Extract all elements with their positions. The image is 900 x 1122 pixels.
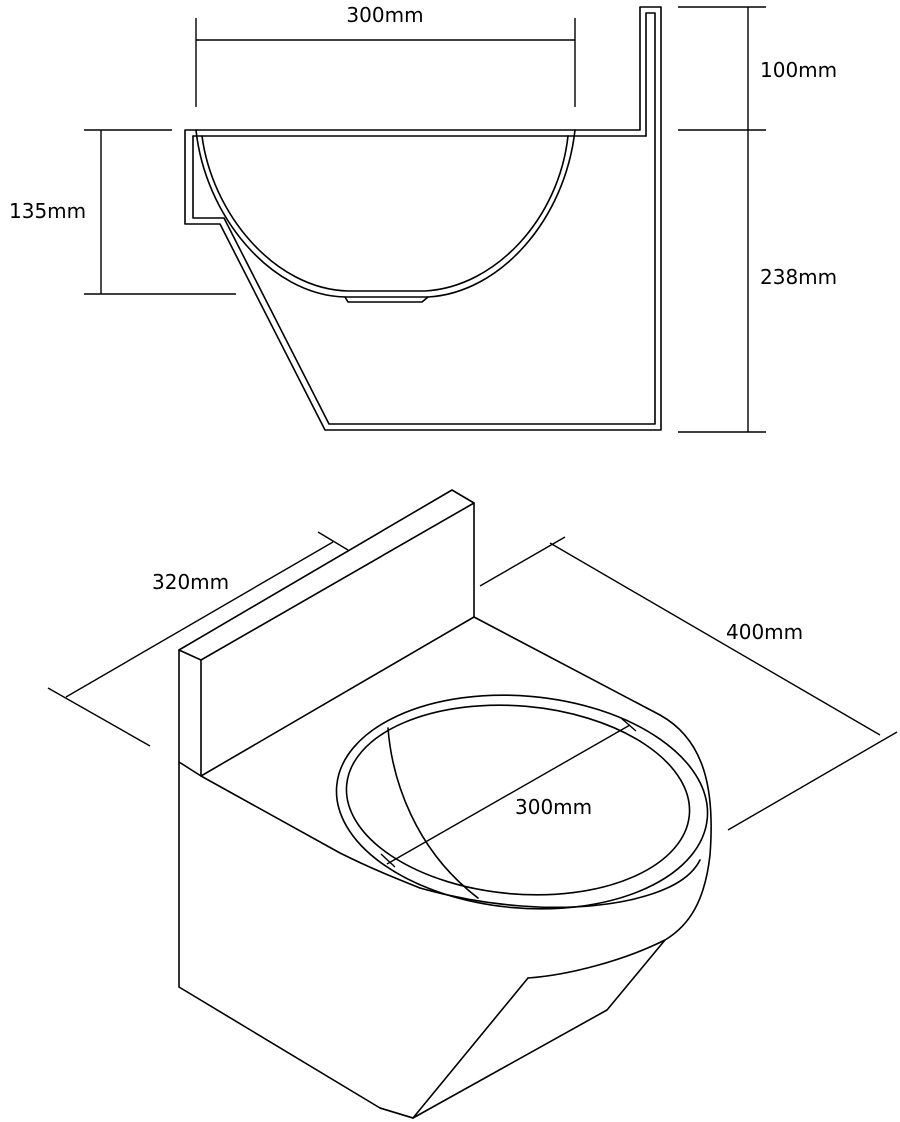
- bowl-rim-outer: [335, 694, 709, 910]
- side-outline-inner: [192, 12, 656, 425]
- drain-lip: [344, 296, 429, 303]
- bowl-rim-inner: [345, 704, 691, 896]
- bowl-interior-curve: [387, 727, 479, 899]
- backsplash-height-label: 100mm: [760, 58, 837, 82]
- backsplash-front-face: [178, 649, 202, 777]
- isometric-view: [178, 489, 712, 1119]
- deck-back-edge: [200, 616, 475, 777]
- dimension-side-width: 300mm: [195, 3, 576, 107]
- deck-right-edge: [473, 616, 661, 716]
- bowl-diameter-label: 300mm: [515, 795, 592, 819]
- dimension-bowl-diameter: 300mm: [380, 717, 637, 868]
- bowl-body-front: [527, 714, 712, 979]
- body-height-label: 238mm: [760, 265, 837, 289]
- dimension-bowl-depth: 135mm: [9, 129, 236, 295]
- width-label: 400mm: [726, 620, 803, 644]
- side-elevation-view: [184, 6, 662, 431]
- deck-front-edge: [200, 775, 421, 889]
- bowl-section-outer: [195, 129, 576, 298]
- dimension-depth: 320mm: [47, 531, 349, 747]
- underside-panel: [412, 939, 666, 1119]
- side-outline-outer: [184, 6, 662, 431]
- depth-label: 320mm: [152, 570, 229, 594]
- backsplash-top-face: [178, 489, 475, 661]
- underside-edge: [379, 1107, 414, 1119]
- bowl-section-inner: [201, 135, 569, 292]
- dimension-backsplash-height: 100mm: [678, 6, 837, 131]
- dimension-body-height: 238mm: [678, 130, 837, 433]
- bowl-body-lower-rim: [419, 859, 701, 909]
- left-front-face: [178, 761, 414, 1119]
- dimension-width: 400mm: [479, 536, 898, 831]
- bowl-depth-label: 135mm: [9, 199, 86, 223]
- side-width-label: 300mm: [346, 3, 423, 27]
